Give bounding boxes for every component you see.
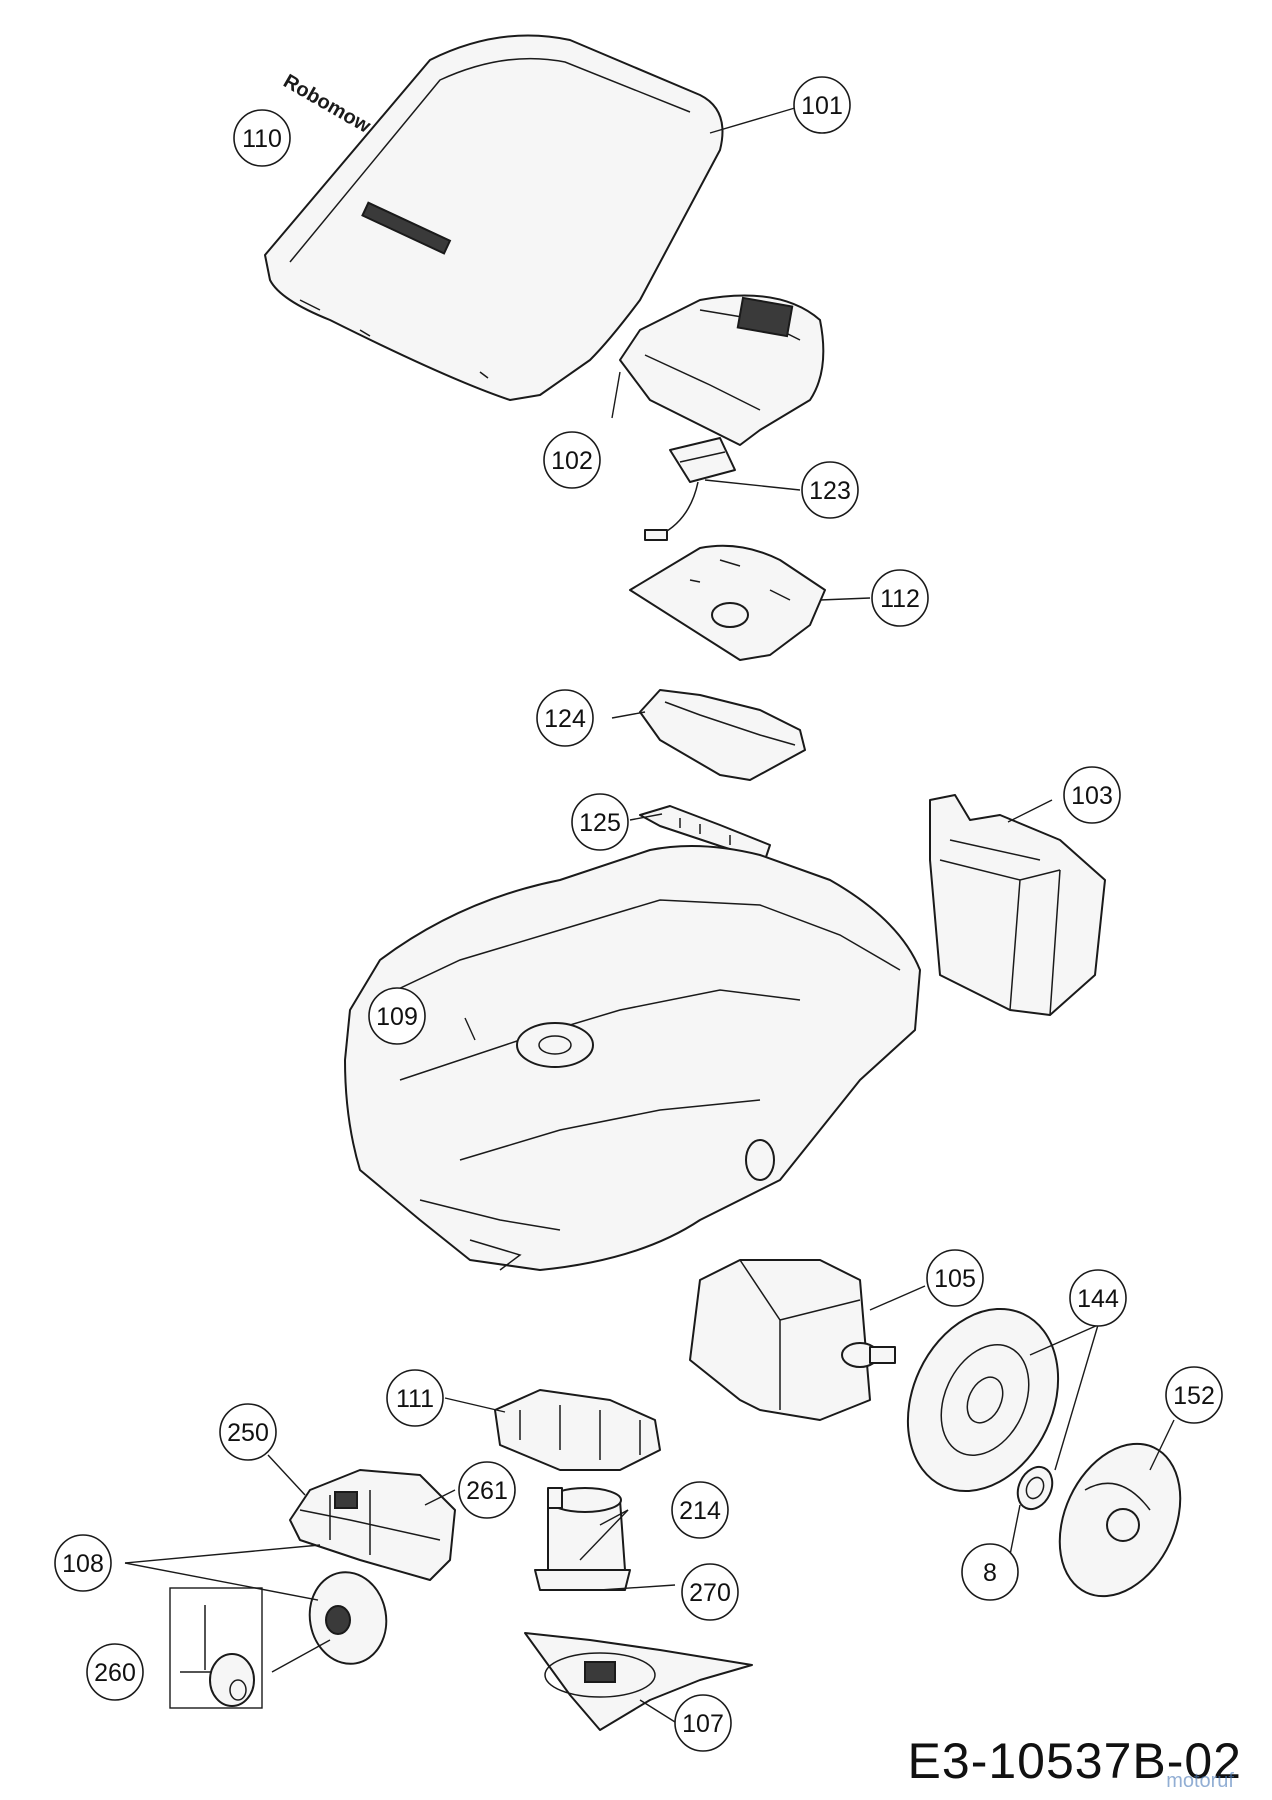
- part-105-drive-motor: [689, 1259, 896, 1421]
- part-101-top-cover: [264, 34, 724, 401]
- svg-text:270: 270: [689, 1579, 731, 1607]
- svg-text:105: 105: [934, 1265, 976, 1293]
- svg-text:250: 250: [227, 1419, 269, 1447]
- svg-text:112: 112: [880, 585, 920, 613]
- callout-105: 105: [926, 1249, 984, 1307]
- svg-text:123: 123: [809, 477, 851, 505]
- part-152-hub-cap: [1058, 1442, 1182, 1598]
- callout-123: 123: [801, 461, 859, 519]
- callout-124: 124: [536, 689, 594, 747]
- svg-text:101: 101: [801, 92, 843, 120]
- svg-text:102: 102: [551, 447, 593, 475]
- part-124-pcb-tray: [639, 689, 806, 781]
- callout-125: 125: [571, 793, 629, 851]
- svg-text:111: 111: [396, 1385, 434, 1413]
- callout-152: 152: [1165, 1366, 1223, 1424]
- callout-102: 102: [543, 431, 601, 489]
- part-108-front-wheel: [308, 1571, 388, 1665]
- svg-text:124: 124: [544, 705, 586, 733]
- callout-110: 110: [233, 109, 291, 167]
- svg-text:152: 152: [1173, 1382, 1215, 1410]
- part-109-chassis: [344, 845, 921, 1271]
- svg-text:144: 144: [1077, 1285, 1119, 1313]
- robomow-logo: Robomow: [280, 70, 375, 138]
- part-214-blade-motor: [534, 1487, 631, 1591]
- part-8-hub-nut: [1016, 1465, 1054, 1511]
- part-125-bracket: [639, 805, 771, 861]
- svg-text:109: 109: [376, 1003, 418, 1031]
- part-144-drive-wheel: [906, 1307, 1060, 1493]
- watermark: motoruf: [1166, 1770, 1234, 1792]
- svg-text:107: 107: [682, 1710, 724, 1738]
- svg-text:103: 103: [1071, 782, 1113, 810]
- part-103-battery-compartment: [929, 794, 1106, 1016]
- callout-107: 107: [674, 1694, 732, 1752]
- svg-text:261: 261: [466, 1477, 508, 1505]
- part-260-swivel-caster: [169, 1587, 263, 1709]
- svg-text:8: 8: [983, 1559, 997, 1587]
- callout-260: 260: [86, 1643, 144, 1701]
- callout-111: 111: [386, 1369, 444, 1427]
- callout-101: 101: [793, 76, 851, 134]
- part-111-mount: [494, 1389, 661, 1471]
- svg-text:125: 125: [579, 809, 621, 837]
- svg-text:110: 110: [242, 125, 282, 153]
- part-250-mow-motor-housing: [289, 1469, 456, 1581]
- callout-108: 108: [54, 1534, 112, 1592]
- callout-103: 103: [1063, 766, 1121, 824]
- callout-261: 261: [458, 1461, 516, 1519]
- callout-214: 214: [671, 1481, 729, 1539]
- part-107-blade: [524, 1632, 753, 1731]
- callout-112: 112: [871, 569, 929, 627]
- callout-144: 144: [1069, 1269, 1127, 1327]
- callout-109: 109: [368, 987, 426, 1045]
- part-102-display-housing: [619, 294, 825, 446]
- svg-text:260: 260: [94, 1659, 136, 1687]
- callout-leaders: [124, 104, 1175, 1723]
- callout-250: 250: [219, 1403, 277, 1461]
- part-112-pcb: [629, 544, 826, 661]
- svg-text:214: 214: [679, 1497, 721, 1525]
- part-123-keypad-flex: [644, 437, 736, 541]
- svg-text:108: 108: [62, 1550, 104, 1578]
- callout-270: 270: [681, 1563, 739, 1621]
- diagram-code: E3-10537B-02: [907, 1733, 1242, 1789]
- callout-8: 8: [961, 1543, 1019, 1601]
